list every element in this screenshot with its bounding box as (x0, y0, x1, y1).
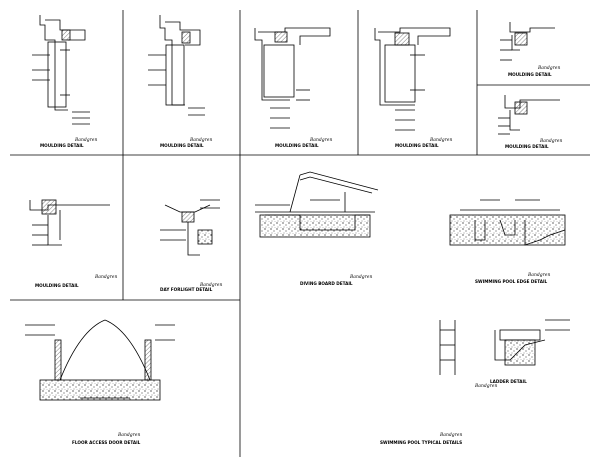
ladder-detail-drawing (439, 319, 570, 375)
swimming-pool-edge-detail-drawing (449, 199, 566, 246)
moulding-detail-1-drawing (32, 15, 90, 125)
caption-p9: DIVING BOARD DETAIL (300, 281, 353, 286)
caption-p7: MOULDING DETAIL (35, 283, 79, 288)
logo-p8: Bandgren (200, 283, 223, 288)
caption-p13: SWIMMING POOL TYPICAL DETAILS (380, 440, 463, 445)
moulding-detail-5-drawing (500, 22, 555, 61)
logo-p1: Bandgren (75, 138, 98, 143)
moulding-detail-6-drawing (498, 95, 560, 135)
caption-p5: MOULDING DETAIL (508, 72, 552, 77)
caption-p6: MOULDING DETAIL (505, 144, 549, 149)
diving-board-detail-drawing (255, 171, 379, 238)
logo-p11: Bandgren (118, 433, 141, 438)
logo-p9: Bandgren (350, 275, 373, 280)
logo-p6: Bandgren (540, 139, 563, 144)
day-forlight-detail-drawing (160, 199, 220, 256)
moulding-detail-4-drawing (374, 27, 451, 131)
caption-p10: SWIMMING POOL EDGE DETAIL (475, 279, 548, 284)
moulding-detail-3-drawing (254, 27, 331, 129)
logo-p12: Bandgren (475, 384, 498, 389)
logo-p2: Bandgren (190, 138, 213, 143)
logo-p5: Bandgren (538, 66, 561, 71)
caption-p1: MOULDING DETAIL (40, 143, 84, 148)
logo-p4: Bandgren (430, 138, 453, 143)
logo-p3: Bandgren (310, 138, 333, 143)
divider-lines (10, 10, 590, 457)
caption-p12: LADDER DETAIL (490, 379, 527, 384)
moulding-detail-7-drawing (29, 199, 110, 246)
moulding-detail-2-drawing (148, 15, 205, 116)
caption-p3: MOULDING DETAIL (275, 143, 319, 148)
caption-p11: FLOOR ACCESS DOOR DETAIL (72, 440, 141, 445)
logo-p10: Bandgren (528, 273, 551, 278)
floor-access-door-detail-drawing (25, 319, 175, 401)
caption-p2: MOULDING DETAIL (160, 143, 204, 148)
logo-p7: Bandgren (95, 275, 118, 280)
caption-p8: DAY FORLIGHT DETAIL (160, 287, 213, 292)
logo-p13: Bandgren (440, 433, 463, 438)
caption-p4: MOULDING DETAIL (395, 143, 439, 148)
